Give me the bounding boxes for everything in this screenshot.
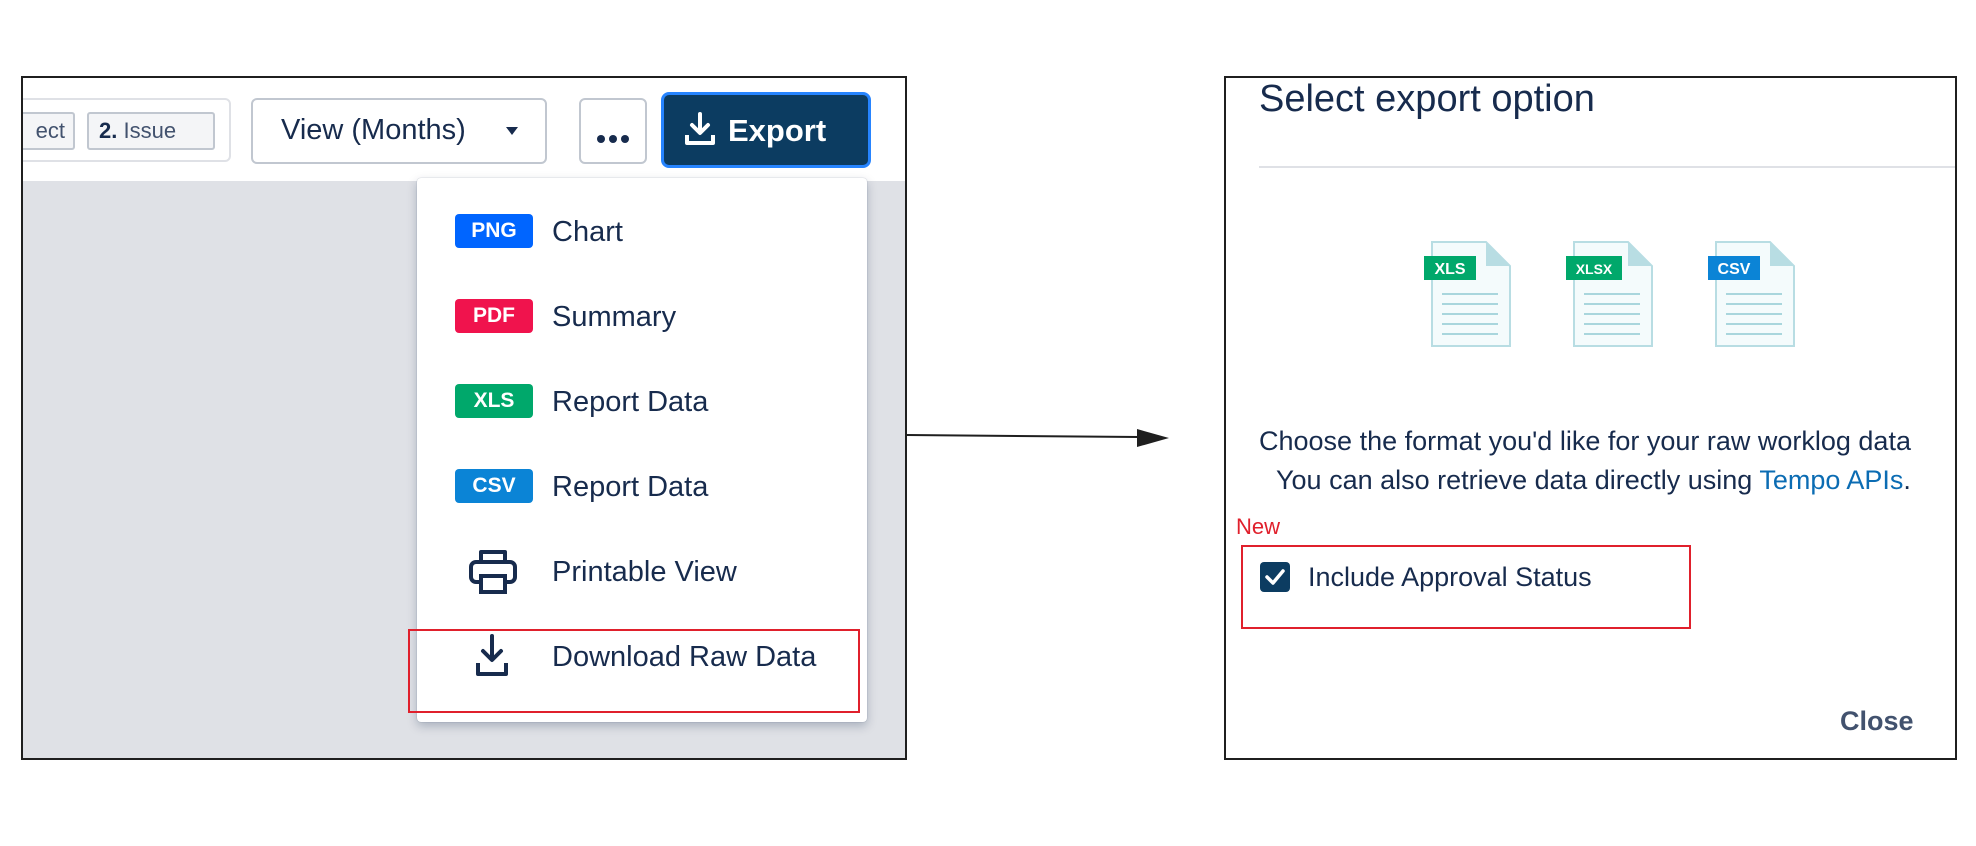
menu-item-csv-report-data[interactable]: CSV Report Data	[417, 447, 867, 531]
dialog-description: Choose the format you'd like for your ra…	[1259, 426, 1911, 456]
caret-down-icon	[506, 127, 518, 135]
approval-status-highlight	[1241, 545, 1691, 629]
api-note-text: You can also retrieve data directly usin…	[1276, 465, 1760, 495]
menu-item-label: Report Data	[552, 386, 709, 418]
menu-item-label: Printable View	[552, 556, 737, 588]
group-chip-project[interactable]: ect	[23, 112, 75, 150]
include-approval-status-checkbox[interactable]	[1260, 562, 1290, 592]
view-button-label: View (Months)	[281, 114, 466, 146]
pdf-badge: PDF	[455, 299, 533, 333]
menu-item-label: Chart	[552, 216, 623, 248]
xls-file-icon: XLS	[1424, 241, 1511, 347]
xlsx-file-label: XLSX	[1576, 261, 1613, 277]
menu-item-png-chart[interactable]: PNG Chart	[417, 192, 867, 276]
dialog-title: Select export option	[1259, 78, 1595, 120]
group-chip-issue[interactable]: 2. Issue	[87, 112, 215, 150]
download-raw-data-highlight	[408, 629, 860, 713]
view-months-button[interactable]: View (Months)	[251, 98, 547, 164]
new-tag: New	[1236, 514, 1281, 539]
title-divider	[1259, 166, 1955, 168]
csv-file-label: CSV	[1718, 261, 1751, 278]
ellipsis-icon	[597, 130, 633, 148]
xlsx-file-icon: XLSX	[1566, 241, 1653, 347]
group-by-box: ect 2. Issue	[23, 98, 231, 162]
export-button[interactable]: Export	[661, 92, 871, 168]
xls-file-label: XLS	[1434, 261, 1465, 278]
export-button-label: Export	[728, 113, 827, 148]
menu-item-printable-view[interactable]: Printable View	[417, 532, 867, 616]
csv-file-icon: CSV	[1708, 241, 1795, 347]
dialog-api-note: You can also retrieve data directly usin…	[1276, 465, 1911, 496]
menu-item-label: Summary	[552, 301, 677, 333]
chip-label: Issue	[123, 118, 177, 143]
menu-item-label: Report Data	[552, 471, 709, 503]
close-button[interactable]: Close	[1840, 706, 1914, 736]
download-icon	[685, 112, 715, 145]
export-dialog: Select export option XLS XLSX CSV Choose…	[1224, 76, 1957, 760]
api-note-period: .	[1903, 465, 1911, 495]
chip-number: 2.	[99, 118, 118, 143]
menu-item-xls-report-data[interactable]: XLS Report Data	[417, 362, 867, 446]
more-options-button[interactable]	[579, 98, 647, 164]
tempo-apis-link[interactable]: Tempo APIs	[1759, 465, 1904, 495]
checkmark-icon	[1265, 569, 1285, 585]
xls-badge: XLS	[455, 384, 533, 418]
flow-arrow	[907, 429, 1169, 447]
include-approval-status-label[interactable]: Include Approval Status	[1308, 562, 1592, 592]
menu-item-download-raw-data[interactable]: Download Raw Data	[417, 617, 867, 701]
export-menu-panel: ect 2. Issue View (Months) Export PNG Ch…	[21, 76, 907, 760]
png-badge: PNG	[455, 214, 533, 248]
report-toolbar: ect 2. Issue View (Months) Export	[23, 78, 905, 181]
export-dropdown-menu: PNG Chart PDF Summary XLS Report Data CS…	[417, 178, 867, 722]
printer-icon	[469, 550, 517, 594]
menu-item-label: Download Raw Data	[552, 641, 817, 673]
download-icon	[476, 634, 508, 676]
menu-item-pdf-summary[interactable]: PDF Summary	[417, 277, 867, 361]
csv-badge: CSV	[455, 469, 533, 503]
chip-label: ect	[35, 118, 65, 143]
